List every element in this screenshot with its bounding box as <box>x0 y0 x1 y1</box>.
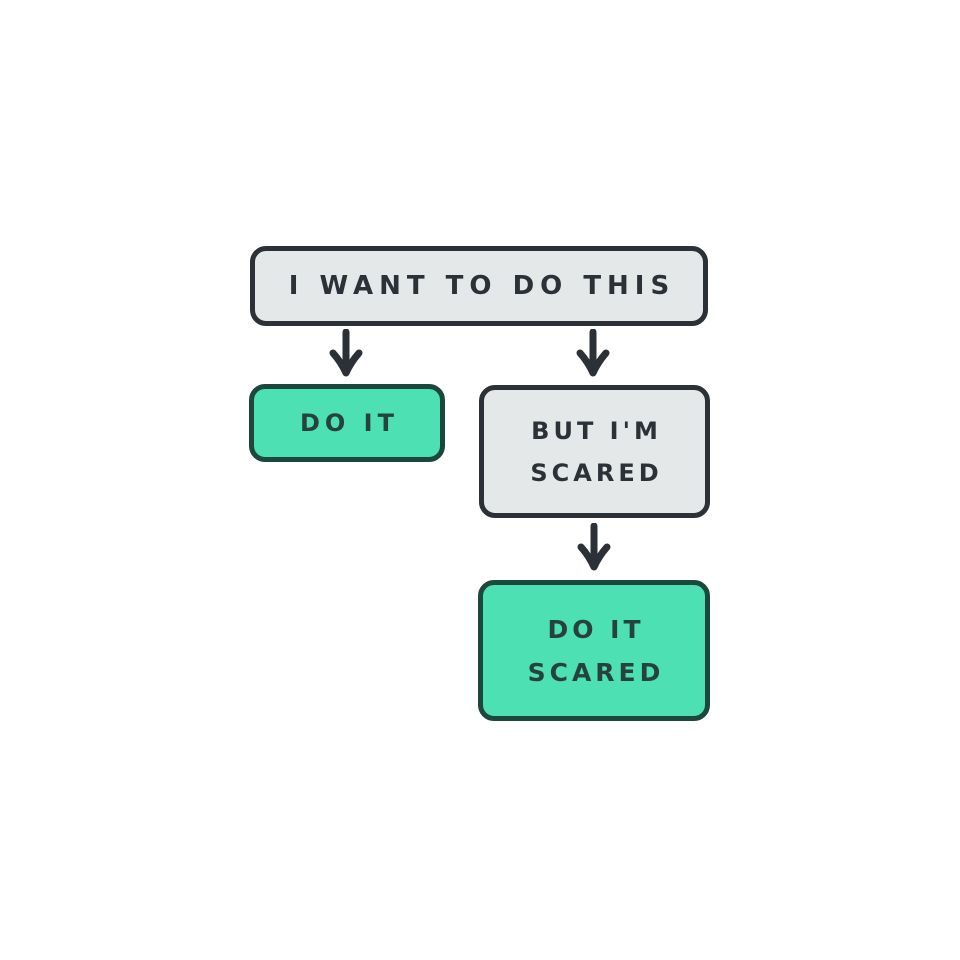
node-do-it-scared: DO IT SCARED <box>477 577 716 725</box>
node-i-want-to-do-this: I WANT TO DO THIS <box>250 243 710 326</box>
node-label-line-1: DO IT <box>547 614 645 644</box>
node-label: DO IT <box>300 409 399 437</box>
arrow-root-to-but-im-scared <box>571 329 615 379</box>
arrow-root-to-do-it <box>324 329 368 379</box>
node-label-line-2: SCARED <box>530 458 663 487</box>
down-arrow-icon <box>577 523 611 571</box>
down-arrow-icon <box>329 329 363 377</box>
node-label-line-2: SCARED <box>527 657 665 687</box>
node-label-line-1: BUT I'M <box>531 416 662 445</box>
node-do-it: DO IT <box>248 381 451 466</box>
arrow-but-im-scared-to-do-it-scared <box>572 523 616 573</box>
node-label: I WANT TO DO THIS <box>288 271 676 301</box>
node-but-im-scared: BUT I'M SCARED <box>479 382 712 518</box>
down-arrow-icon <box>576 329 610 377</box>
